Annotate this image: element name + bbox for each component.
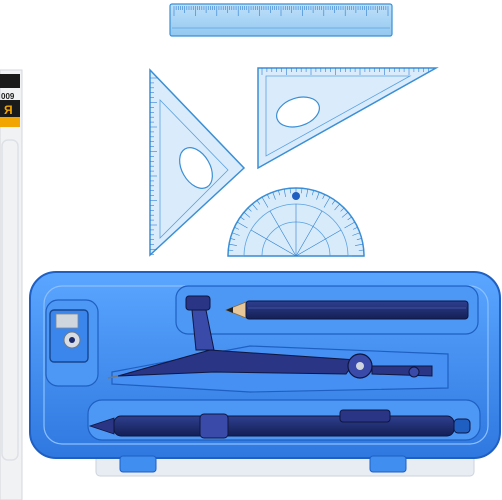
tick-mark xyxy=(295,210,323,257)
package-cyrillic-letter: Я xyxy=(4,103,13,117)
pencil xyxy=(224,300,469,320)
tick-mark xyxy=(272,191,276,200)
compass-needle xyxy=(107,375,119,379)
protractor-ticks xyxy=(228,188,364,257)
mechanical-pencil-clip xyxy=(339,409,391,423)
tick-mark xyxy=(352,232,361,236)
package-black-band xyxy=(0,74,20,88)
case-latch-right xyxy=(369,455,407,473)
compass-lead-holder xyxy=(185,295,211,311)
tick-mark xyxy=(323,196,331,208)
tick-mark xyxy=(312,190,314,196)
tick-mark xyxy=(347,216,352,221)
tick-mark xyxy=(316,191,320,200)
compass xyxy=(107,295,433,379)
tick-mark xyxy=(266,194,270,200)
tick-mark xyxy=(341,212,349,218)
set-square-30-60-ticks xyxy=(261,68,429,75)
tick-mark xyxy=(352,226,358,230)
tick-mark xyxy=(261,196,269,208)
tick-mark xyxy=(344,221,356,229)
tick-mark xyxy=(306,188,309,197)
set-square-45-ticks xyxy=(150,77,157,255)
set-square-hole-2 xyxy=(276,96,320,128)
tick-mark xyxy=(252,203,258,211)
sharpener xyxy=(49,309,89,363)
tick-mark xyxy=(322,194,326,200)
mechanical-pencil-grip xyxy=(199,413,229,439)
tick-mark xyxy=(240,216,245,221)
mechanical-pencil xyxy=(88,409,471,439)
set-square-45 xyxy=(149,68,246,257)
tick-mark xyxy=(231,232,240,236)
sharpener-blade xyxy=(55,313,79,329)
tick-mark xyxy=(356,238,362,240)
ruler-ticks xyxy=(173,6,389,16)
tick-mark xyxy=(269,210,297,257)
package-orange-band xyxy=(0,117,20,127)
tick-mark xyxy=(250,229,297,257)
tick-mark xyxy=(230,238,236,240)
tick-mark xyxy=(340,207,345,212)
case-latch-left xyxy=(119,455,157,473)
set-square-30-60 xyxy=(257,67,439,170)
straight-ruler xyxy=(169,3,393,37)
tick-mark xyxy=(236,221,248,229)
package-edge-text: 009 xyxy=(1,92,15,101)
protractor xyxy=(227,187,365,257)
protractor-center-mark xyxy=(292,192,300,200)
tick-mark xyxy=(355,243,364,246)
tick-mark xyxy=(256,200,261,205)
tick-mark xyxy=(295,229,342,257)
tick-mark xyxy=(234,226,240,230)
tick-mark xyxy=(278,190,280,196)
set-square-hole xyxy=(179,147,213,189)
tick-mark xyxy=(228,243,237,246)
tick-mark xyxy=(247,207,252,212)
package-black-band-2 xyxy=(0,100,20,118)
tick-mark xyxy=(331,200,336,205)
tick-mark xyxy=(283,188,286,197)
tick-mark xyxy=(334,203,340,211)
package-card: 009 Я xyxy=(0,69,23,500)
tick-mark xyxy=(243,212,251,218)
